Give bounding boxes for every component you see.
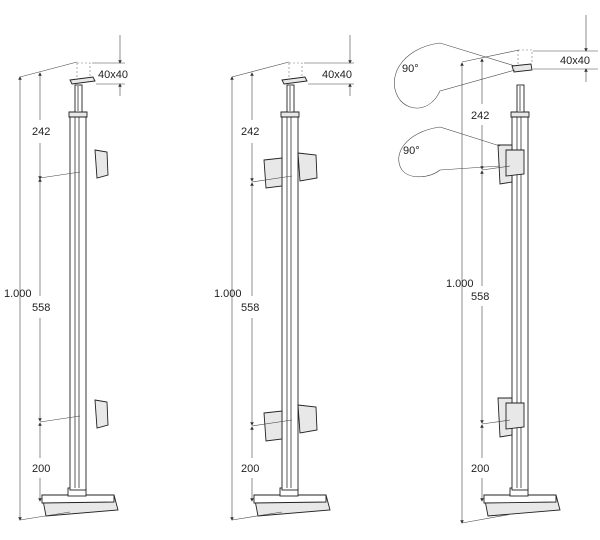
handrail-saddle [69, 76, 96, 85]
top-width-label: 40x40 [560, 55, 590, 67]
handrail-saddle [281, 76, 308, 85]
middle-spacing-label: 558 [241, 302, 259, 314]
post-3: 40x40 90° 90° 1.000 242 558 200 [394, 15, 598, 524]
top-width-label: 40x40 [98, 69, 128, 81]
total-height-label: 1.000 [214, 288, 242, 300]
glass-clamp [94, 149, 109, 179]
bracket-angle-label: 90° [403, 145, 420, 157]
lower-spacing-label: 200 [471, 463, 489, 475]
top-rotation-arc [394, 42, 516, 109]
bracket-rotation-arc [398, 126, 501, 178]
glass-clamp [505, 402, 525, 430]
upper-spacing-label: 242 [241, 126, 259, 138]
glass-clamp [263, 410, 283, 442]
upper-spacing-label: 242 [471, 110, 489, 122]
post-1: 40x40 1.000 242 558 200 [4, 35, 128, 521]
glass-clamp [297, 152, 318, 182]
glass-clamp [94, 399, 109, 429]
glass-clamp [263, 157, 283, 189]
handrail-saddle [511, 63, 533, 73]
middle-spacing-label: 558 [32, 302, 50, 314]
total-height-label: 1.000 [446, 278, 474, 290]
upper-spacing-label: 242 [32, 126, 50, 138]
glass-clamp [297, 404, 318, 434]
lower-spacing-label: 200 [32, 463, 50, 475]
post-2: 40x40 1.000 242 558 200 [214, 35, 354, 521]
glass-clamp [505, 149, 525, 177]
top-width-label: 40x40 [322, 69, 352, 81]
lower-spacing-label: 200 [241, 463, 259, 475]
total-height-label: 1.000 [4, 288, 32, 300]
middle-spacing-label: 558 [471, 291, 489, 303]
top-angle-label: 90° [402, 63, 419, 75]
